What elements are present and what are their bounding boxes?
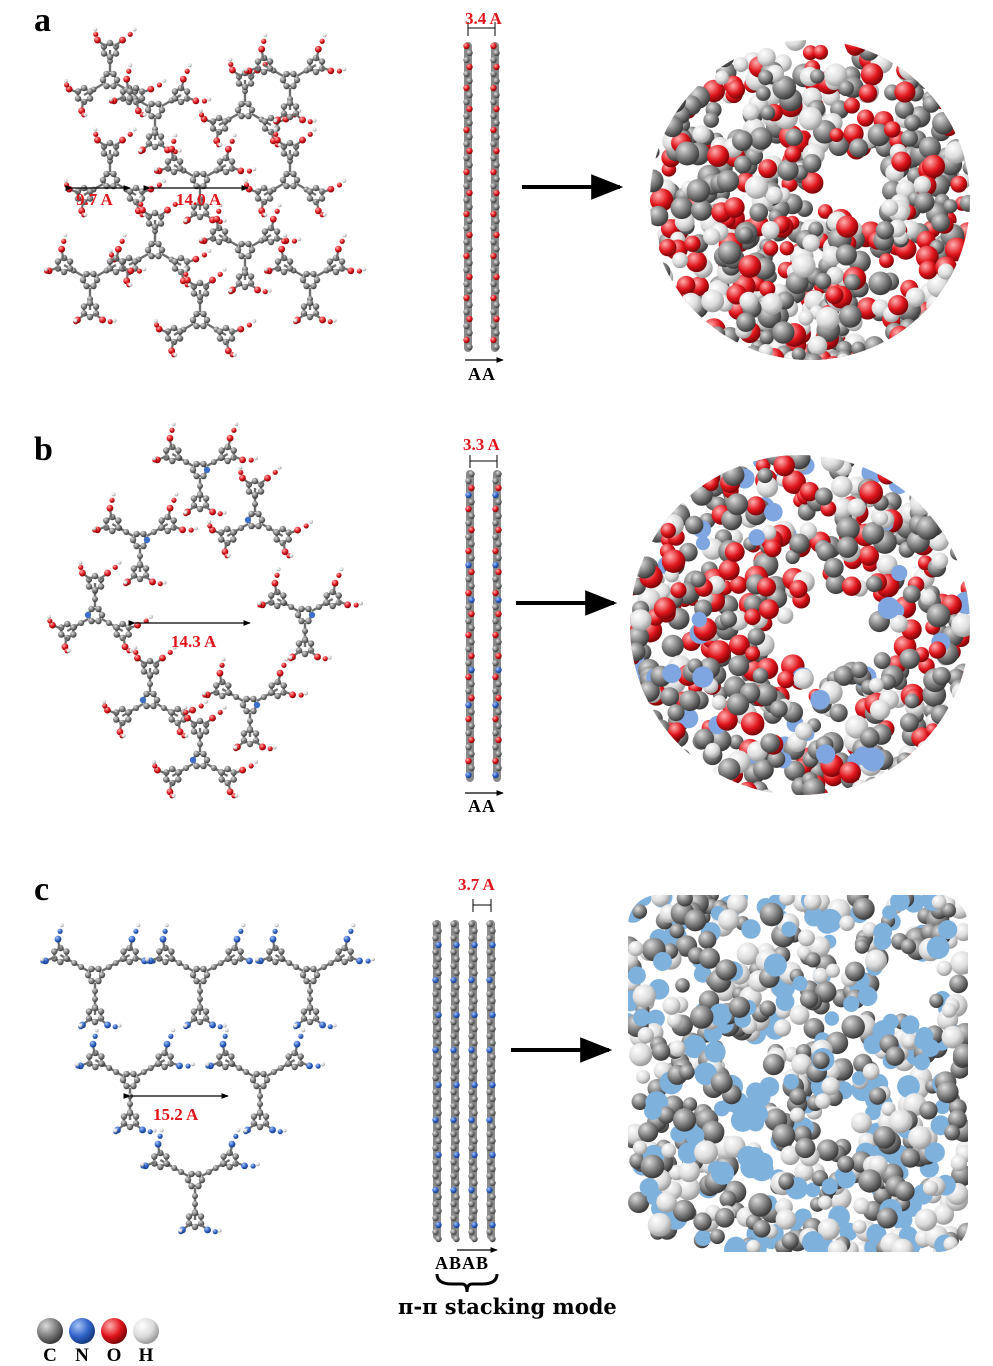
stacking-brace [435, 1273, 499, 1293]
panel-c-side-view [432, 899, 499, 1293]
legend-label-c: C [43, 1345, 57, 1366]
interlayer-distance-a: 3.4 A [465, 9, 502, 28]
stacking-label-b: AA [468, 796, 496, 816]
panel-a-network [43, 27, 367, 358]
pore-distance-a-large: 14.0 A [176, 190, 222, 209]
panel-letter-a: a [34, 2, 51, 39]
stacking-label-a: AA [468, 364, 496, 384]
pore-distance-b: 14.3 A [171, 632, 217, 651]
packing-3d-a [650, 40, 970, 360]
legend-oxygen-sphere [101, 1318, 127, 1344]
legend-label-h: H [138, 1345, 154, 1366]
legend-nitrogen-sphere [69, 1318, 95, 1344]
molecular-structures [37, 22, 970, 1344]
legend-hydrogen-sphere [133, 1318, 159, 1344]
legend-carbon-sphere [37, 1318, 63, 1344]
panel-a-side-view [463, 22, 504, 363]
legend-label-n: N [75, 1345, 89, 1366]
packing-3d-c [628, 895, 968, 1252]
pore-distance-a-small: 9.7 A [76, 190, 113, 209]
panel-letter-b: b [34, 431, 53, 468]
panel-b-network [47, 422, 363, 799]
legend-label-o: O [106, 1345, 122, 1366]
panel-c-network [40, 923, 375, 1235]
interlayer-distance-b: 3.3 A [463, 435, 500, 454]
interlayer-distance-c: 3.7 A [458, 875, 495, 894]
panel-b-side-view [465, 455, 504, 796]
atom-legend [37, 1318, 159, 1344]
pore-distance-c: 15.2 A [153, 1105, 199, 1124]
packing-3d-b [630, 455, 970, 795]
stacking-mode-label: π-π stacking mode [398, 1294, 617, 1319]
stacking-label-c: ABAB [435, 1253, 490, 1273]
panel-letter-c: c [34, 871, 50, 908]
